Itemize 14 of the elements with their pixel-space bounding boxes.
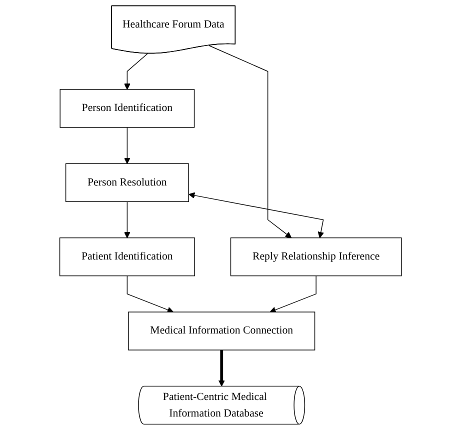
node-box: Person Identification <box>60 89 195 128</box>
node-box: Person Resolution <box>65 163 189 202</box>
arrow <box>124 201 130 238</box>
arrow <box>124 127 130 164</box>
node-text: Patient-Centric Medical Information Database <box>162 391 267 419</box>
arrow <box>124 53 148 90</box>
arrow <box>218 350 225 386</box>
arrow <box>126 275 174 313</box>
arrow <box>188 192 324 238</box>
node-box: Reply Relationship Inference <box>230 237 402 276</box>
node-box: Medical Information Connection <box>128 312 316 350</box>
arrow <box>208 45 292 238</box>
node-box: Patient Identification <box>59 237 195 276</box>
arrow <box>270 275 316 313</box>
